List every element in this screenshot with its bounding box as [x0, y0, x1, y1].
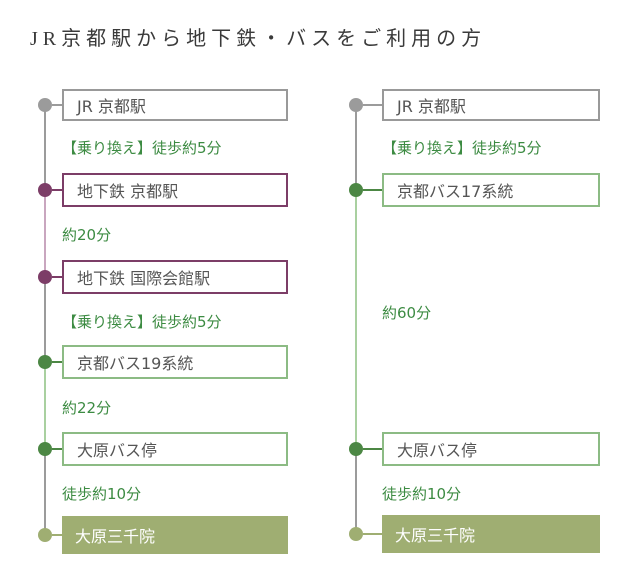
rail-segment-walk	[355, 449, 357, 534]
route-node-circle	[38, 528, 52, 542]
stop-kyoto-bus-17: 京都バス17系統	[382, 173, 600, 207]
stop-ohara-bus-stop: 大原バス停	[62, 432, 288, 466]
page-title: JR京都駅から地下鉄・バスをご利用の方	[30, 28, 487, 50]
route-node-circle	[38, 442, 52, 456]
rail-segment-walk	[355, 105, 357, 190]
node-connector-line	[52, 189, 62, 191]
segment-label-ride-20min: 約20分	[62, 226, 112, 244]
node-connector-line	[52, 104, 62, 106]
node-connector-line	[363, 104, 382, 106]
stop-label: JR 京都駅	[77, 97, 146, 116]
node-connector-line	[52, 534, 62, 536]
route-node-circle	[349, 183, 363, 197]
stop-label: 京都バス19系統	[77, 354, 194, 373]
stop-label: 大原三千院	[395, 526, 476, 545]
stop-ohara-bus-stop: 大原バス停	[382, 432, 600, 466]
route-node-circle	[38, 183, 52, 197]
segment-label-ride-22min: 約22分	[62, 399, 112, 417]
stop-label: 大原三千院	[75, 527, 156, 546]
stop-subway-kyoto-station: 地下鉄 京都駅	[62, 173, 288, 207]
node-connector-line	[363, 448, 382, 450]
stop-jr-kyoto-station: JR 京都駅	[382, 89, 600, 121]
rail-segment-subway	[44, 190, 46, 277]
stop-ohara-sanzenin: 大原三千院	[382, 515, 600, 553]
node-connector-line	[363, 189, 382, 191]
route-node-circle	[38, 355, 52, 369]
route-node-circle	[349, 527, 363, 541]
stop-label: 大原バス停	[77, 441, 158, 460]
node-connector-line	[52, 448, 62, 450]
stop-label: 地下鉄 国際会館駅	[77, 269, 211, 288]
stop-label: JR 京都駅	[397, 97, 466, 116]
stop-kyoto-bus-19: 京都バス19系統	[62, 345, 288, 379]
rail-segment-bus	[355, 190, 357, 449]
rail-segment-bus	[44, 362, 46, 449]
route-node-circle	[349, 98, 363, 112]
stop-label: 地下鉄 京都駅	[77, 182, 179, 201]
node-connector-line	[52, 361, 62, 363]
node-connector-line	[52, 276, 62, 278]
stop-jr-kyoto-station: JR 京都駅	[62, 89, 288, 121]
segment-label-walk-10min: 徒歩約10分	[62, 485, 142, 503]
segment-label-transfer-walk5: 【乗り換え】徒歩約5分	[62, 313, 222, 331]
segment-label-walk-10min: 徒歩約10分	[382, 485, 462, 503]
segment-label-transfer-walk5: 【乗り換え】徒歩約5分	[382, 139, 542, 157]
route-node-circle	[38, 270, 52, 284]
rail-segment-walk	[44, 449, 46, 535]
rail-segment-walk	[44, 105, 46, 190]
stop-label: 大原バス停	[397, 441, 478, 460]
route-node-circle	[38, 98, 52, 112]
stop-subway-kokusaikaikan: 地下鉄 国際会館駅	[62, 260, 288, 294]
node-connector-line	[363, 533, 382, 535]
segment-label-ride-60min: 約60分	[382, 304, 432, 322]
route-node-circle	[349, 442, 363, 456]
stop-label: 京都バス17系統	[397, 182, 514, 201]
rail-segment-walk	[44, 277, 46, 362]
segment-label-transfer-walk5: 【乗り換え】徒歩約5分	[62, 139, 222, 157]
stop-ohara-sanzenin: 大原三千院	[62, 516, 288, 554]
